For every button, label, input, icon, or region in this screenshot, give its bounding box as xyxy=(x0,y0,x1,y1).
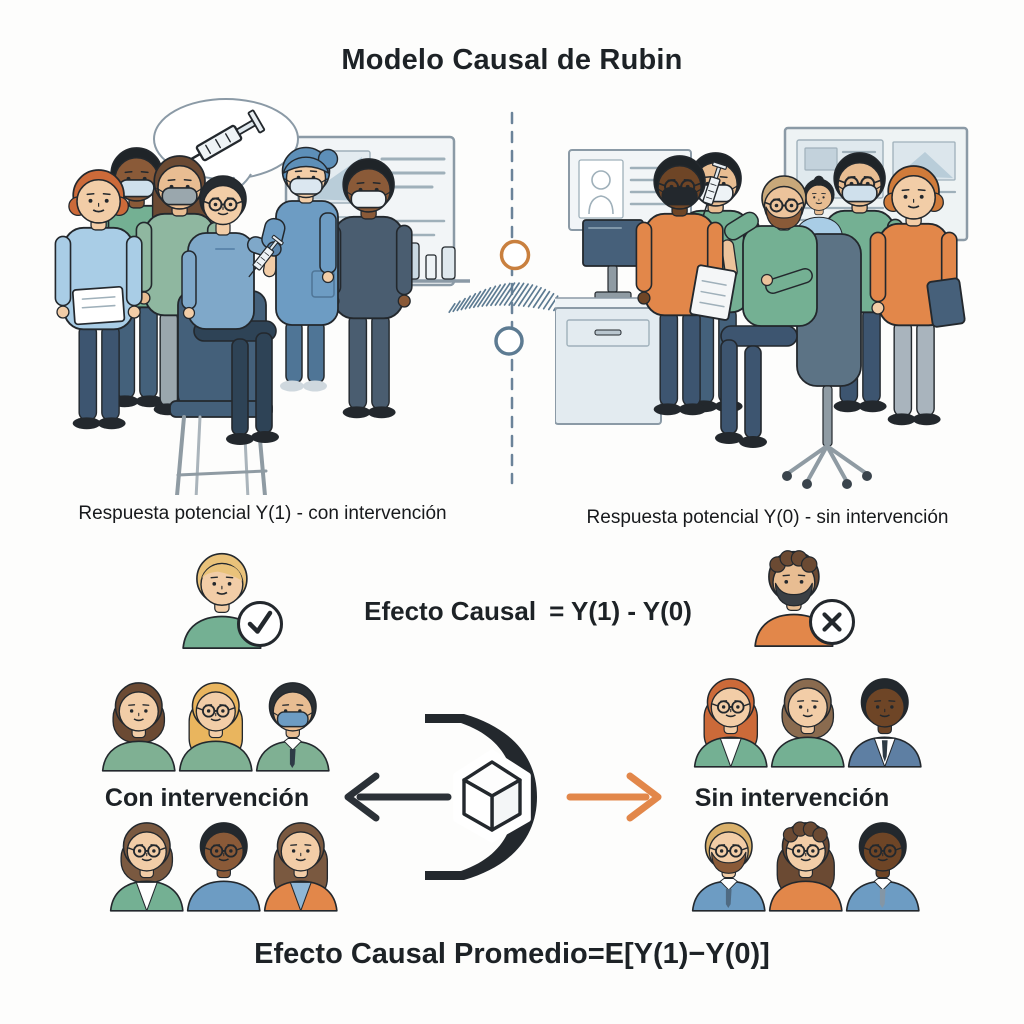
syringe-icon xyxy=(248,234,284,278)
label-con-intervencion: Con intervención xyxy=(104,784,310,812)
gray-ring xyxy=(494,326,524,356)
person-seated-patient xyxy=(181,175,280,445)
treated-person-avatar xyxy=(176,542,288,652)
person-man-mask-green-tie xyxy=(255,682,330,772)
average-causal-effect-formula: Efecto Causal Promedio=E[Y(1)−Y(0)] xyxy=(254,938,770,970)
person-seated-man xyxy=(715,175,818,448)
person-woman-brown-bob-green xyxy=(101,682,176,772)
causal-effect-formula: Efecto Causal = Y(1) - Y(0) xyxy=(303,596,753,627)
person-woman-long-hair-orange-cardigan xyxy=(263,822,338,912)
effect-expression: = Y(1) - Y(0) xyxy=(549,596,692,626)
scene-without-intervention xyxy=(548,102,1005,502)
cube-icon xyxy=(453,749,531,843)
syringe-icon xyxy=(180,109,266,166)
person-red-haired-woman-folder xyxy=(54,169,143,430)
caption-y0: Respuesta potencial Y(0) - sin intervenc… xyxy=(586,507,949,528)
treated-group-bottom xyxy=(104,810,348,922)
page-title: Modelo Causal de Rubin xyxy=(341,44,683,76)
person-nurse xyxy=(248,146,339,392)
person-child xyxy=(794,175,843,238)
label-sin-intervencion: Sin intervención xyxy=(694,784,890,812)
person-woman-red-hair-glasses-green-blazer xyxy=(693,678,768,768)
illustration-no-intervention-scene xyxy=(548,126,969,489)
person-woman-brown-bob-green-sweater xyxy=(770,678,845,768)
check-icon xyxy=(237,601,283,647)
scene-with-intervention xyxy=(30,95,472,513)
x-icon xyxy=(809,599,855,645)
person-woman-blonde-glasses-green xyxy=(178,682,253,772)
person-untreated-man xyxy=(754,550,834,647)
orange-ring xyxy=(499,239,531,271)
caption-y1: Respuesta potencial Y(1) - con intervenc… xyxy=(78,503,447,524)
untreated-group-bottom xyxy=(686,810,930,922)
patient-chair xyxy=(169,175,280,513)
person-orange-haired-woman-tablet xyxy=(869,165,966,426)
arrow-right xyxy=(566,772,662,822)
bracket-shape xyxy=(425,714,537,880)
illustration-vaccination-scene xyxy=(54,98,472,513)
person-orange-shirt-masked-man-clipboard xyxy=(635,155,737,416)
treated-group-top xyxy=(96,670,340,782)
syringe-icon xyxy=(702,161,728,217)
effect-label: Efecto Causal xyxy=(364,596,537,626)
person-man-blond-beard-glasses-blue xyxy=(691,822,766,912)
hatch-band xyxy=(448,282,571,314)
person-woman-glasses-green-blazer xyxy=(109,822,184,912)
person-child xyxy=(794,175,843,238)
person-man-glasses-blue-shirt xyxy=(186,822,261,912)
person-man-blue-suit-tie xyxy=(847,678,922,768)
person-woman-curly-glasses-orange xyxy=(768,821,843,912)
untreated-person-avatar xyxy=(748,540,860,650)
arrow-left xyxy=(344,772,452,822)
untreated-group-top xyxy=(688,666,932,778)
desk-monitor xyxy=(548,219,668,425)
person-man-glasses-blue-tie xyxy=(845,822,920,912)
randomization-graphic xyxy=(330,700,690,900)
